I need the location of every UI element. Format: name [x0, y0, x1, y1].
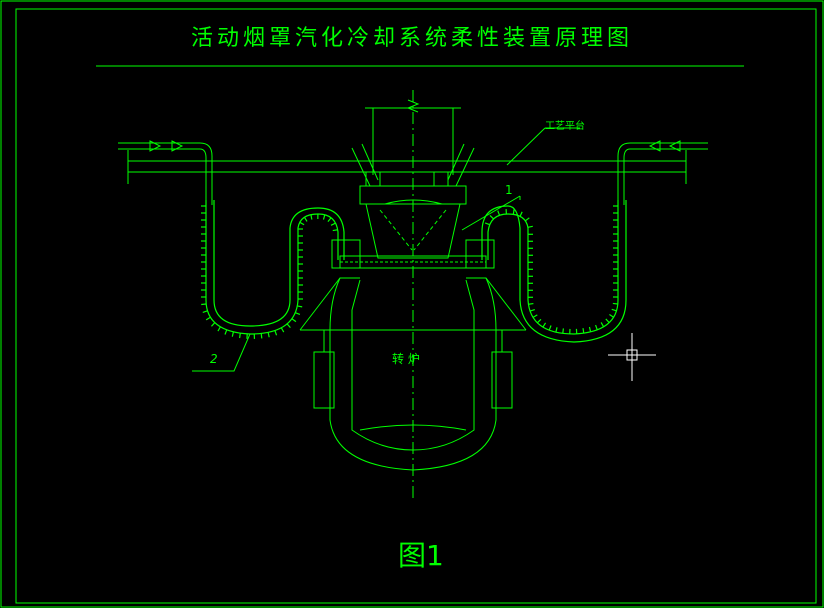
callout-2-label: 2 — [210, 352, 218, 366]
vessel-label: 转 炉 — [392, 352, 420, 366]
seal-ring — [331, 239, 495, 269]
hose-corrugation-tick — [609, 314, 614, 318]
hose-corrugation-tick — [303, 216, 308, 222]
hose-corrugation-tick — [528, 302, 534, 305]
hose-corrugation-tick — [600, 322, 605, 328]
drawing-title: 活动烟罩汽化冷却系统柔性装置原理图 — [190, 26, 633, 51]
hose-corrugation-tick — [611, 308, 617, 312]
hose-corrugation-tick — [529, 308, 535, 312]
hose-corrugation-tick — [239, 333, 241, 339]
hose-corrugation-tick — [205, 316, 211, 321]
left-inlet-pipe — [118, 140, 213, 205]
hose-corrugation-tick — [605, 318, 610, 324]
hose-corrugation-tick — [299, 221, 305, 226]
left-flexible-hose — [201, 200, 345, 339]
platform-beam — [127, 127, 687, 184]
hose-corrugation-tick — [297, 305, 303, 308]
hose-corrugation-tick — [582, 328, 585, 334]
hose-corrugation-tick — [588, 326, 592, 332]
callout-1-label: 1 — [505, 183, 513, 197]
hose-corrugation-tick — [224, 329, 228, 335]
hose-corrugation-tick — [327, 217, 332, 222]
hose-corrugation-tick — [497, 210, 501, 216]
hose-corrugation-tick — [332, 229, 338, 232]
inner-frame — [15, 8, 817, 604]
flue-stack — [365, 90, 461, 500]
hose-corrugation-tick — [291, 318, 297, 323]
hose-corrugation-tick — [555, 327, 558, 333]
hose-corrugation-tick — [524, 217, 530, 222]
hose-corrugation-tick — [286, 323, 291, 329]
hose-corrugation-tick — [260, 333, 263, 339]
hose-corrugation-tick — [542, 322, 547, 328]
hose-corrugation-tick — [562, 328, 565, 334]
hose-corrugation-tick — [548, 325, 552, 331]
hose-corrugation-tick — [201, 303, 207, 306]
hose-corrugation-tick — [310, 214, 313, 220]
hose-corrugation-tick — [267, 332, 270, 338]
callout-1-leader — [461, 195, 521, 231]
hose-corrugation-tick — [532, 314, 538, 318]
callout-2-leader — [192, 333, 251, 372]
right-inlet-pipe — [617, 140, 708, 205]
hose-corrugation-tick — [322, 214, 326, 220]
figure-label: 图1 — [398, 539, 444, 572]
right-flexible-hose — [481, 200, 627, 343]
hose-corrugation-tick — [484, 222, 490, 226]
crosshair-cursor — [608, 333, 656, 381]
hose-corrugation-tick — [280, 327, 285, 333]
platform-label: 工艺平台 — [545, 121, 585, 132]
hose-corrugation-tick — [231, 331, 234, 337]
hose-corrugation-tick — [210, 322, 216, 327]
converter-vessel — [299, 277, 527, 471]
hose-corrugation-tick — [519, 211, 523, 217]
hood-skirt — [351, 143, 475, 259]
hose-corrugation-tick — [512, 209, 515, 215]
hose-corrugation-tick — [612, 302, 618, 305]
hose-corrugation-tick — [274, 330, 278, 336]
hose-corrugation-tick — [536, 318, 542, 324]
hose-corrugation-tick — [295, 312, 301, 316]
hose-corrugation-tick — [489, 214, 495, 220]
hose-corrugation-tick — [527, 225, 533, 228]
hose-corrugation-tick — [330, 222, 336, 226]
hose-corrugation-tick — [202, 310, 208, 313]
hose-corrugation-tick — [217, 326, 221, 332]
hose-corrugation-tick — [594, 324, 598, 330]
